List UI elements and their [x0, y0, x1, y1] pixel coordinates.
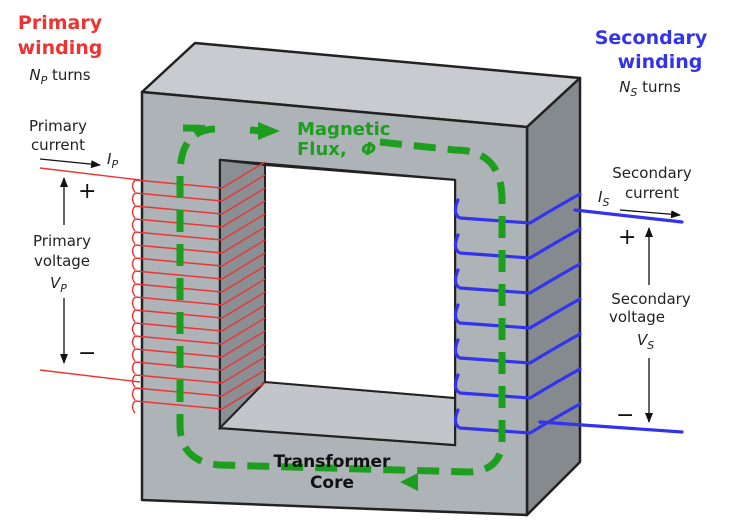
- primary-current-arrow: [39, 158, 101, 169]
- primary-turn: [134, 252, 266, 280]
- primary-turn-edge: [131, 283, 136, 297]
- secondary-lead-bottom: [538, 420, 684, 434]
- primary-turn: [134, 343, 266, 371]
- primary-turn: [134, 278, 266, 306]
- primary-turn-edge: [131, 348, 136, 362]
- primary-turn-edge: [131, 322, 136, 336]
- primary-turn-edge: [131, 205, 136, 219]
- primary-turn-edge: [131, 244, 136, 258]
- flux-label-line1: Magnetic: [297, 119, 390, 140]
- primary-lead-top: [39, 167, 141, 181]
- primary-turn-edge: [131, 179, 136, 193]
- secondary-winding-title-line2: winding: [618, 51, 703, 73]
- primary-turn: [134, 239, 266, 267]
- primary-turn-edge: [131, 257, 136, 271]
- primary-turn: [134, 382, 266, 410]
- primary-turn-edge: [131, 361, 136, 375]
- primary-turn: [134, 187, 266, 215]
- primary-turns-subscript: P: [41, 74, 48, 87]
- secondary-turn: [453, 367, 582, 400]
- secondary-current-symbol: IS: [598, 188, 609, 209]
- primary-turn-edge: [131, 309, 136, 323]
- primary-plus-sign: +: [78, 179, 96, 204]
- core-label-line1: Transformer: [274, 452, 392, 472]
- primary-turns-word: turns: [47, 66, 91, 84]
- primary-turn: [134, 369, 266, 397]
- primary-turn-edge: [131, 296, 136, 310]
- flux-label-line2: Flux, Φ: [297, 139, 376, 160]
- primary-turn: [134, 174, 266, 202]
- secondary-current-arrow: [619, 209, 681, 219]
- secondary-turn: [453, 192, 582, 225]
- primary-turn-edge: [131, 270, 136, 284]
- magnetic-flux-path: [176, 122, 506, 491]
- primary-current-symbol: IP: [107, 150, 118, 171]
- primary-turn: [134, 265, 266, 293]
- primary-minus-sign: −: [78, 341, 96, 366]
- flux-symbol: Φ: [361, 139, 376, 160]
- primary-turn-edge: [131, 335, 136, 349]
- secondary-voltage-label-line2: voltage: [609, 308, 665, 326]
- primary-voltage-label-line2: voltage: [34, 252, 90, 270]
- primary-winding-coil: [39, 161, 266, 414]
- primary-turn-edge: [131, 387, 136, 401]
- primary-turn-edge: [131, 231, 136, 245]
- secondary-current-label-line2: current: [625, 184, 679, 202]
- secondary-voltage-symbol: VS: [637, 331, 654, 352]
- core-side-face: [525, 76, 582, 517]
- primary-turn: [134, 213, 266, 241]
- secondary-turn: [453, 402, 582, 435]
- primary-turn: [134, 200, 266, 228]
- primary-winding-title-line2: winding: [18, 37, 103, 59]
- flux-label-flux: Flux,: [297, 139, 347, 160]
- primary-voltage-label-line1: Primary: [33, 232, 91, 250]
- secondary-current-label-line1: Secondary: [612, 164, 692, 182]
- secondary-winding-coil: [453, 192, 684, 435]
- flux-arrow-top: [258, 122, 280, 140]
- primary-turn-edge: [131, 192, 136, 206]
- core-label-line2: Core: [310, 473, 354, 493]
- secondary-turn: [453, 227, 582, 260]
- secondary-lead-top: [573, 208, 684, 224]
- core-window-opening: [264, 163, 456, 400]
- secondary-voltage-label-line1: Secondary: [611, 290, 691, 308]
- secondary-turns-label: NS turns: [619, 78, 681, 99]
- primary-turns-symbol: N: [29, 66, 40, 84]
- primary-current-label-line2: current: [31, 136, 85, 154]
- primary-voltage-symbol: VP: [50, 274, 67, 295]
- primary-turn: [134, 226, 266, 254]
- primary-lead-bottom: [39, 369, 141, 383]
- primary-turn-edge: [131, 374, 136, 388]
- primary-winding-title-line1: Primary: [18, 12, 103, 34]
- secondary-plus-sign: +: [618, 225, 636, 250]
- secondary-turn: [453, 262, 582, 295]
- secondary-turn: [453, 332, 582, 365]
- primary-turns-label: NP turns: [29, 66, 90, 87]
- primary-turn-edge: [131, 218, 136, 232]
- transformer-core: [140, 41, 582, 517]
- flux-arrow-bottom: [400, 473, 418, 491]
- primary-turn: [134, 161, 266, 189]
- primary-turn: [134, 317, 266, 345]
- primary-turn: [134, 304, 266, 332]
- secondary-turn: [453, 297, 582, 330]
- secondary-winding-title-line1: Secondary: [595, 27, 708, 49]
- primary-turn: [134, 291, 266, 319]
- primary-turn-edge: [131, 400, 136, 414]
- primary-turn: [134, 330, 266, 358]
- secondary-minus-sign: −: [616, 403, 634, 428]
- primary-current-label-line1: Primary: [29, 117, 87, 135]
- primary-turn: [134, 356, 266, 384]
